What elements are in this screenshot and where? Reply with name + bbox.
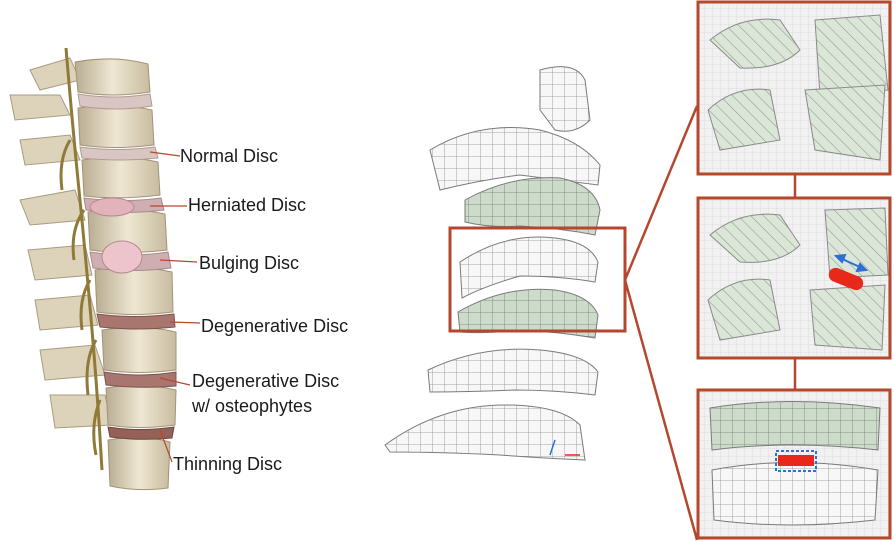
fe-cervical-spine-model	[385, 67, 600, 460]
label-normal-disc: Normal Disc	[180, 146, 278, 167]
label-bulging-disc: Bulging Disc	[199, 253, 299, 274]
label-herniated-disc: Herniated Disc	[188, 195, 306, 216]
label-degenerative-osteophytes-line2: w/ osteophytes	[192, 396, 312, 417]
fe-vertebra-c7	[385, 405, 585, 460]
label-degenerative-disc: Degenerative Disc	[201, 316, 348, 337]
detail-panel-implant-frontal	[698, 390, 890, 538]
fe-vertebra-c6	[428, 349, 598, 395]
anatomical-spine-illustration	[10, 48, 200, 490]
fe-vertebra-c2	[430, 128, 600, 191]
fe-vertebra-c4	[460, 237, 598, 298]
detail-panel-intact	[698, 2, 890, 174]
detail-panel-implant-side	[698, 198, 890, 358]
fe-vertebra-c1	[540, 67, 590, 132]
label-degenerative-osteophytes-line1: Degenerative Disc	[192, 371, 339, 392]
fe-vertebra-c3	[465, 178, 600, 235]
label-thinning-disc: Thinning Disc	[173, 454, 282, 475]
